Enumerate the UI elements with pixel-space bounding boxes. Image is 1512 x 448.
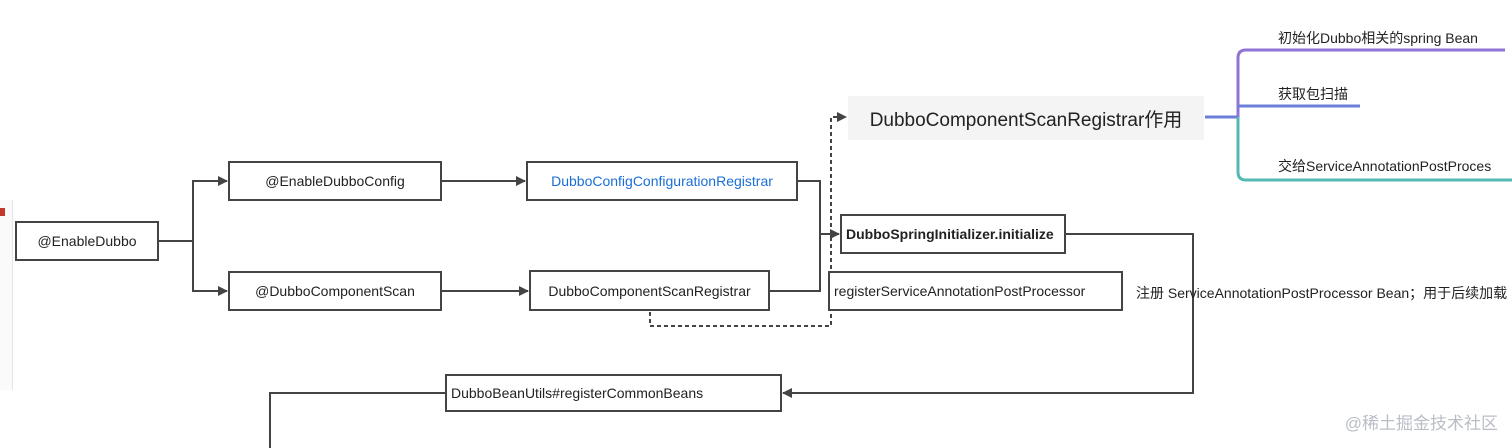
node-enable-dubbo-config-label: @EnableDubboConfig — [265, 173, 405, 189]
branch-line-1 — [1236, 48, 1505, 117]
node-register-processor: registerServiceAnnotationPostProcessor — [828, 271, 1123, 311]
node-common-beans-label: DubboBeanUtils#registerCommonBeans — [451, 385, 704, 401]
node-initializer: DubboSpringInitializer.initialize — [840, 214, 1066, 254]
edge-scan-registrar-to-initializer — [770, 234, 821, 292]
mindmap-branch-2: 获取包扫描 — [1278, 86, 1348, 102]
branch-line-3 — [1236, 117, 1512, 182]
mindmap-branch-1: 初始化Dubbo相关的spring Bean — [1278, 30, 1478, 46]
node-scan-registrar-label: DubboComponentScanRegistrar — [548, 282, 751, 299]
edge-dashed-scan-to-title — [649, 112, 847, 327]
register-processor-note: 注册 ServiceAnnotationPostProcessor Bean；用… — [1136, 285, 1508, 301]
node-enable-dubbo: @EnableDubbo — [15, 221, 159, 261]
left-edge-marker — [0, 208, 5, 216]
edge-common-beans-continue — [269, 392, 445, 448]
node-common-beans: DubboBeanUtils#registerCommonBeans — [445, 374, 782, 412]
edge-config-registrar-to-initializer — [798, 180, 840, 239]
node-config-registrar-label[interactable]: DubboConfigConfigurationRegistrar — [551, 173, 773, 189]
node-register-processor-label: registerServiceAnnotationPostProcessor — [834, 283, 1086, 299]
node-enable-dubbo-config: @EnableDubboConfig — [228, 161, 442, 201]
node-initializer-label: DubboSpringInitializer.initialize — [846, 226, 1054, 242]
node-config-registrar[interactable]: DubboConfigConfigurationRegistrar — [526, 161, 798, 201]
left-edge-panel — [0, 200, 13, 390]
edge-enable-dubbo-to-config — [158, 176, 228, 242]
node-scan-registrar: DubboComponentScanRegistrar — [529, 270, 770, 311]
mindmap-title: DubboComponentScanRegistrar作用 — [848, 96, 1204, 140]
node-dubbo-component-scan: @DubboComponentScan — [228, 271, 442, 311]
mindmap-branch-3: 交给ServiceAnnotationPostProces — [1278, 158, 1492, 174]
edge-enable-dubbo-to-scan — [192, 241, 228, 296]
watermark: @稀土掘金技术社区 — [1344, 414, 1498, 433]
node-enable-dubbo-label: @EnableDubbo — [37, 233, 137, 249]
node-dubbo-component-scan-label: @DubboComponentScan — [255, 283, 415, 299]
edge-initializer-to-common-beans — [782, 233, 1194, 398]
